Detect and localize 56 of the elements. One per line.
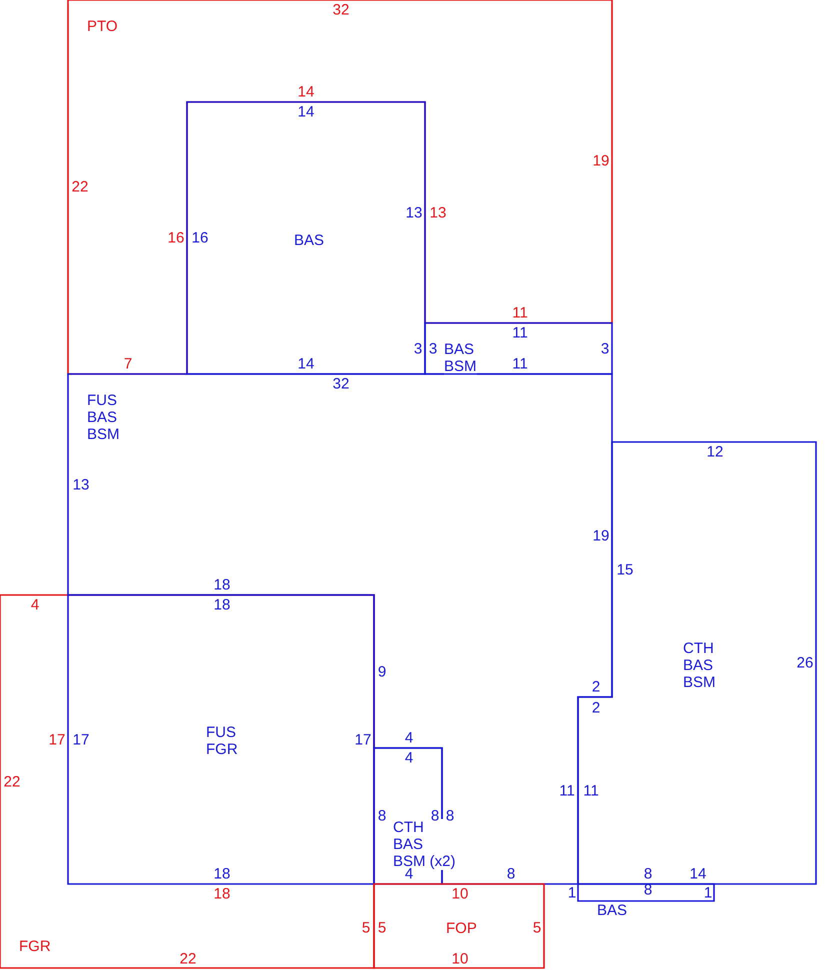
- dimension-label: 3: [600, 340, 610, 358]
- dimension-label: 16: [192, 230, 208, 246]
- dimension-label: 19: [592, 528, 610, 544]
- dimension-label: 17: [354, 732, 372, 748]
- dimension-label: 8: [378, 808, 386, 824]
- dimension-label: 10: [452, 950, 468, 968]
- dimension-label: 12: [706, 444, 724, 460]
- room-outline: [0, 593, 377, 970]
- dimension-label: 26: [796, 654, 814, 672]
- dimension-label: 17: [72, 732, 90, 748]
- dimension-label: 15: [616, 562, 634, 578]
- dimension-label: 2: [592, 700, 600, 716]
- room-outline: [372, 882, 547, 970]
- dimension-label: 11: [559, 782, 575, 800]
- dimension-label: 4: [30, 596, 40, 614]
- dimension-label: 32: [332, 2, 350, 18]
- dimension-label: 19: [592, 152, 610, 170]
- dimension-label: 11: [512, 324, 528, 342]
- dimension-label: 22: [180, 950, 196, 968]
- dimension-label: 18: [214, 866, 230, 882]
- dimension-label: 3: [428, 340, 438, 358]
- dimension-label: 1: [704, 884, 712, 902]
- dimension-label: 11: [512, 356, 528, 372]
- dimension-label: 5: [532, 920, 542, 936]
- dimension-label: 17: [48, 732, 66, 748]
- dimension-label: 14: [298, 356, 314, 372]
- dimension-label: 1: [568, 884, 576, 902]
- room-outline: [66, 593, 377, 887]
- dimension-label: 8: [644, 882, 652, 898]
- dimension-label: 22: [4, 774, 20, 790]
- dimension-label: 9: [378, 664, 386, 680]
- dimension-label: 5: [362, 920, 370, 936]
- dimension-label: 8: [506, 866, 516, 882]
- dimension-label: 18: [214, 576, 230, 594]
- dimension-label: 14: [298, 104, 314, 120]
- dimension-label: 4: [404, 750, 414, 766]
- dimension-label: 18: [214, 886, 230, 902]
- dimension-label: 16: [168, 230, 184, 246]
- dimension-label: 32: [332, 376, 350, 392]
- dimension-label: 5: [378, 920, 386, 936]
- dimension-label: 13: [406, 204, 422, 222]
- dimension-label: 11: [583, 782, 599, 800]
- dimension-label: 11: [512, 304, 528, 322]
- dimension-label: 4: [404, 730, 414, 746]
- room-label: BAS BSM: [444, 341, 477, 375]
- dimension-label: 22: [72, 178, 88, 196]
- dimension-label: 8: [644, 866, 652, 882]
- dimension-label: 7: [124, 356, 132, 372]
- dimension-label: 13: [430, 204, 446, 222]
- dimension-label: 13: [72, 476, 90, 494]
- dimension-label: 14: [690, 866, 706, 882]
- dimension-label: 14: [298, 84, 314, 100]
- dimension-label: 2: [592, 678, 600, 696]
- dimension-label: 3: [414, 340, 422, 358]
- dimension-label: 10: [452, 886, 468, 902]
- dimension-label: 18: [214, 596, 230, 614]
